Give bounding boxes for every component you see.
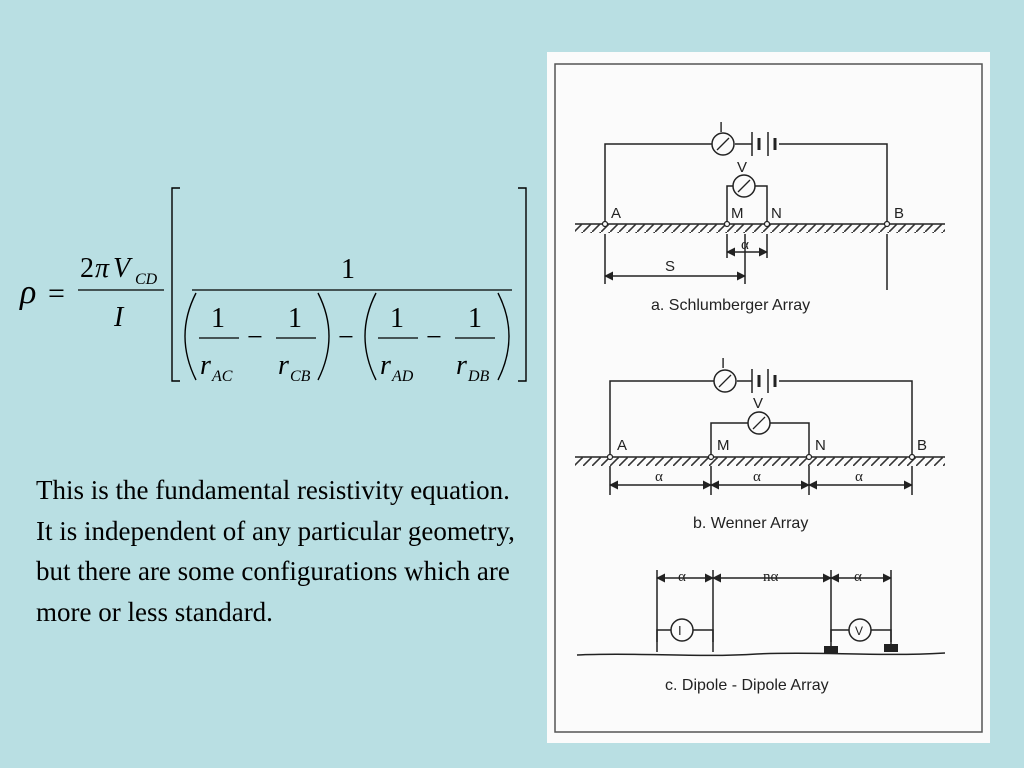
- wenner-electrode-m: M: [717, 437, 730, 454]
- wenner-alpha-2: α: [753, 469, 761, 485]
- wenner-alpha-3: α: [855, 469, 863, 485]
- schlumberger-ground-hatch: [575, 224, 945, 233]
- wenner-electrodes: [606, 453, 916, 461]
- wenner-voltage-label: V: [753, 395, 763, 412]
- wenner-potential-circuit: [710, 422, 810, 457]
- equals-sign: =: [48, 277, 65, 310]
- term-ad-one: 1: [390, 303, 404, 334]
- dipole-ground-line: [576, 652, 946, 657]
- minus-1: −: [247, 322, 263, 353]
- dipole-voltmeter: [848, 618, 872, 642]
- wenner-voltmeter: [747, 411, 771, 435]
- wenner-ammeter: [713, 369, 737, 393]
- term-cb-subscript: CB: [290, 368, 311, 385]
- wenner-current-circuit: [609, 380, 913, 457]
- schlumberger-current-circuit: [604, 143, 888, 224]
- dipole-potential-circuit: [830, 629, 892, 648]
- term-db-r: r: [456, 350, 467, 381]
- minus-2: −: [426, 322, 442, 353]
- term-cb-r: r: [278, 350, 289, 381]
- left-paren-2: [364, 292, 377, 381]
- term-ad-subscript: AD: [391, 368, 414, 385]
- schlumberger-electrodes: [601, 220, 891, 228]
- inner-numerator-one: 1: [341, 254, 355, 285]
- term-db-one: 1: [468, 303, 482, 334]
- schlumberger-electrode-b: B: [894, 205, 904, 222]
- dipole-current-circuit: [656, 629, 714, 652]
- term-ac-one: 1: [211, 303, 225, 334]
- schlumberger-voltage-label: V: [737, 159, 747, 176]
- wenner-electrode-b: B: [917, 437, 927, 454]
- dipole-ammeter: [670, 618, 694, 642]
- electrode-array-figure: I V A M N B α S a. Schlumberger Array: [547, 52, 990, 743]
- numerator-v: V: [113, 253, 133, 284]
- numerator-pi: π: [95, 253, 110, 284]
- wenner-ground-hatch: [575, 457, 945, 466]
- dipole-array: [576, 570, 946, 657]
- numerator-two: 2: [80, 253, 94, 284]
- wenner-array: [575, 369, 945, 495]
- wenner-electrode-a: A: [617, 437, 627, 454]
- dipole-voltmeter-label: V: [855, 624, 863, 638]
- left-bracket: [171, 187, 180, 382]
- figure-border: [554, 63, 983, 733]
- right-paren-1: [317, 292, 330, 381]
- dipole-alpha-1-label: α: [678, 569, 686, 585]
- dipole-alpha-2-label: α: [854, 569, 862, 585]
- wenner-current-label: I: [721, 355, 725, 372]
- wenner-alpha-1: α: [655, 469, 663, 485]
- denominator-current: I: [113, 302, 125, 333]
- wenner-electrode-n: N: [815, 437, 826, 454]
- resistivity-equation: ρ = 2 π V CD I 1 1 r AC − 1 r CB − 1 r A…: [19, 187, 527, 385]
- dipole-title: c. Dipole - Dipole Array: [665, 677, 829, 694]
- term-ac-subscript: AC: [211, 368, 233, 385]
- schlumberger-voltmeter: [732, 174, 756, 198]
- dipole-potential-electrode-2: [884, 644, 898, 652]
- schlumberger-electrode-n: N: [771, 205, 782, 222]
- schlumberger-ammeter: [711, 132, 735, 156]
- rho-symbol: ρ: [19, 274, 36, 311]
- schlumberger-current-label: I: [719, 119, 723, 136]
- dipole-n-alpha-label: nα: [763, 569, 779, 585]
- caption-text: This is the fundamental resistivity equa…: [36, 475, 515, 627]
- electrode-array-drawing: I V A M N B α S a. Schlumberger Array: [554, 63, 983, 733]
- schlumberger-array: [575, 132, 945, 290]
- schlumberger-alpha-label: α: [741, 237, 749, 253]
- wenner-title: b. Wenner Array: [693, 515, 808, 532]
- dipole-potential-electrode-1: [824, 646, 838, 654]
- term-ad-r: r: [380, 350, 391, 381]
- right-bracket: [518, 187, 527, 382]
- term-ac-r: r: [200, 350, 211, 381]
- right-paren-2: [497, 292, 510, 381]
- schlumberger-potential-circuit: [726, 185, 768, 224]
- left-paren-1: [184, 292, 197, 381]
- schlumberger-s-label: S: [665, 258, 675, 275]
- minus-middle: −: [338, 322, 354, 353]
- schlumberger-electrode-m: M: [731, 205, 744, 222]
- numerator-subscript: CD: [135, 271, 158, 288]
- dipole-ammeter-label: I: [678, 623, 682, 638]
- term-cb-one: 1: [288, 303, 302, 334]
- schlumberger-title: a. Schlumberger Array: [651, 297, 810, 314]
- term-db-subscript: DB: [467, 368, 490, 385]
- schlumberger-electrode-a: A: [611, 205, 621, 222]
